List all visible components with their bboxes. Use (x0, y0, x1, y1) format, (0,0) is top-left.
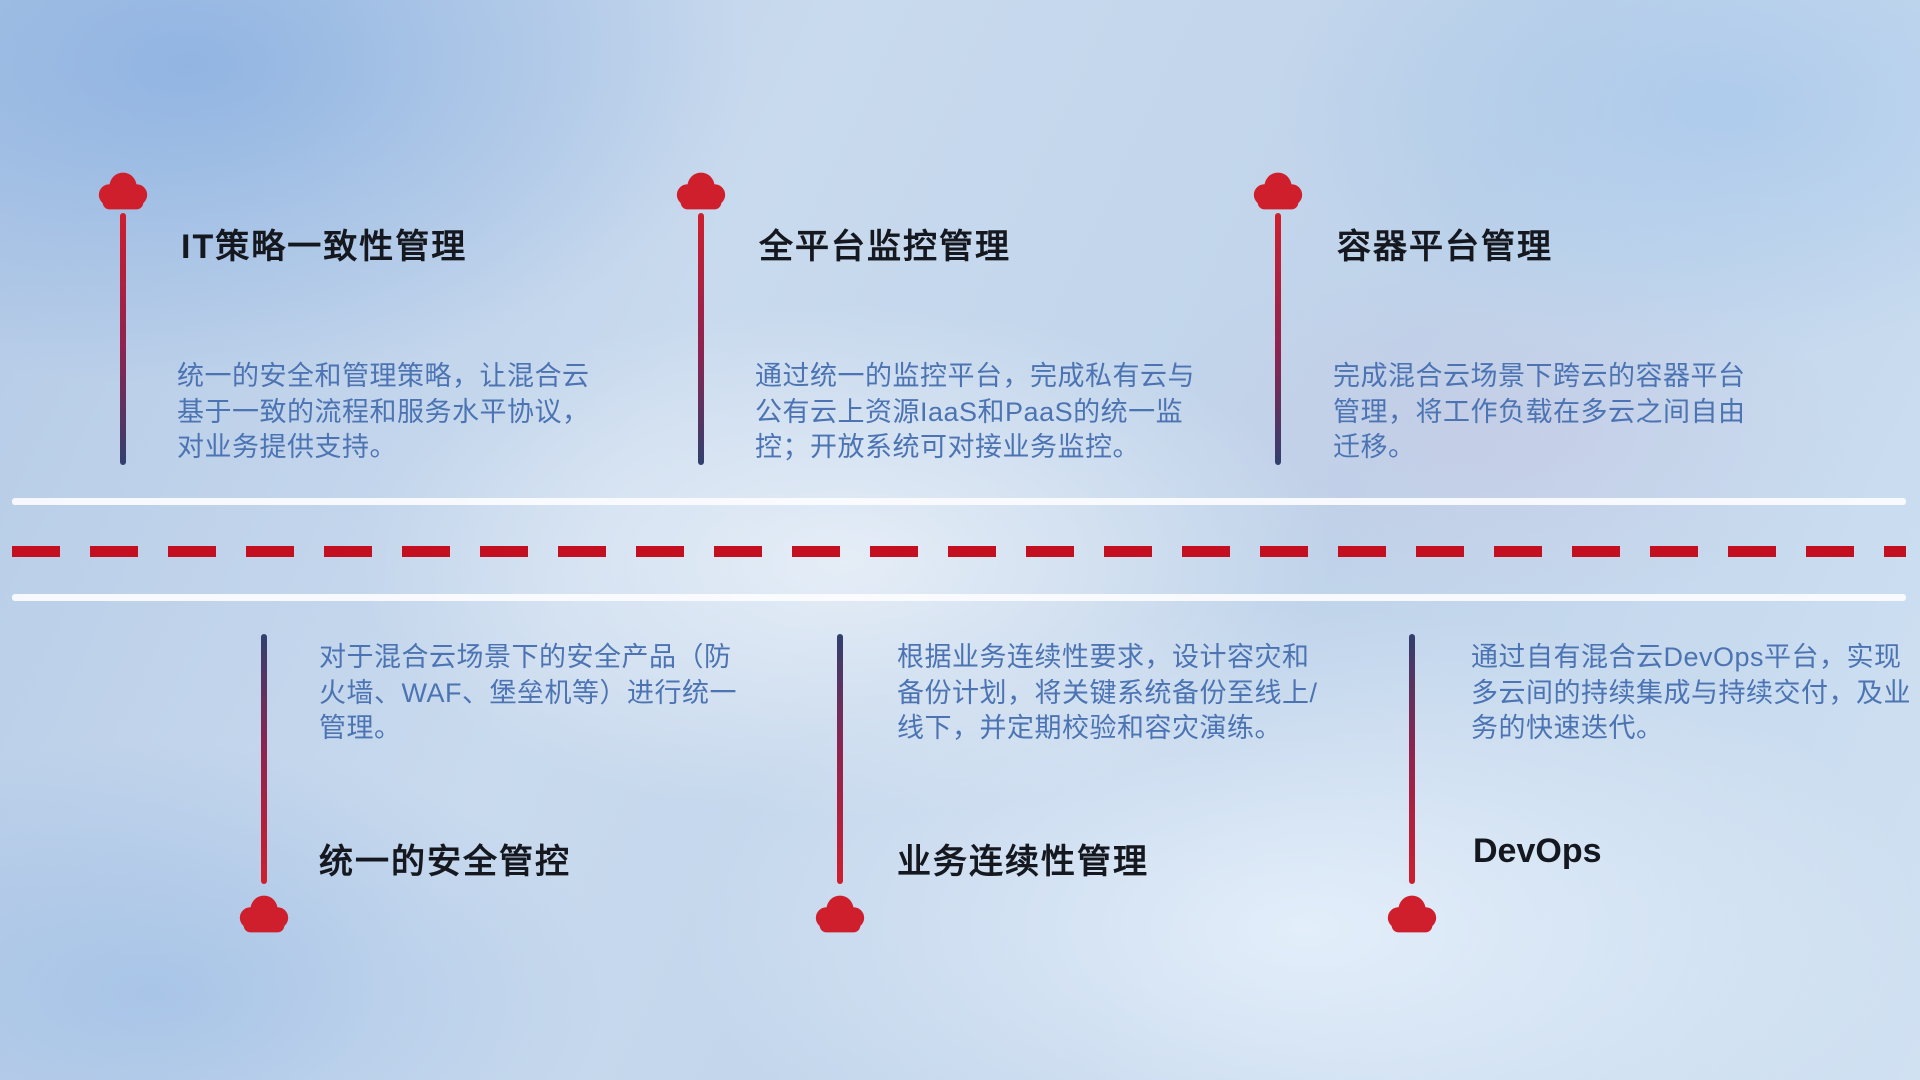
road-dash-line (12, 546, 1906, 557)
capability-description: 完成混合云场景下跨云的容器平台管理，将工作负载在多云之间自由迁移。 (1333, 361, 1746, 463)
cloud-icon (672, 169, 730, 211)
timeline-stem (837, 634, 843, 884)
capability-description: 对于混合云场景下的安全产品（防火墙、WAF、堡垒机等）进行统一管理。 (319, 642, 737, 744)
capability-title: 业务连续性管理 (897, 843, 1149, 881)
capability-item-bottom-1: 对于混合云场景下的安全产品（防火墙、WAF、堡垒机等）进行统一管理。 统一的安全… (235, 634, 736, 954)
capability-item-top-1: IT策略一致性管理 统一的安全和管理策略，让混合云基于一致的流程和服务水平协议，… (94, 169, 589, 479)
capability-item-top-2: 全平台监控管理 通过统一的监控平台，完成私有云与公有云上资源IaaS和PaaS的… (672, 169, 1195, 479)
cloud-icon (1383, 892, 1441, 934)
timeline-stem (120, 213, 126, 465)
capability-title: 统一的安全管控 (319, 843, 571, 881)
capability-title: IT策略一致性管理 (181, 228, 468, 266)
capability-item-bottom-3: 通过自有混合云DevOps平台，实现多云间的持续集成与持续交付，及业务的快速迭代… (1383, 634, 1911, 954)
capability-description: 通过自有混合云DevOps平台，实现多云间的持续集成与持续交付，及业务的快速迭代… (1471, 642, 1911, 744)
road-bottom-line (12, 594, 1906, 601)
cloud-icon (811, 892, 869, 934)
road-top-line (12, 498, 1906, 505)
timeline-stem (261, 634, 267, 884)
capability-item-bottom-2: 根据业务连续性要求，设计容灾和备份计划，将关键系统备份至线上/线下，并定期校验和… (811, 634, 1317, 954)
cloud-icon (235, 892, 293, 934)
capability-description: 统一的安全和管理策略，让混合云基于一致的流程和服务水平协议，对业务提供支持。 (177, 361, 590, 463)
timeline-stem (698, 213, 704, 465)
cloud-icon (1249, 169, 1307, 211)
capability-title: 全平台监控管理 (759, 228, 1011, 266)
capability-description: 通过统一的监控平台，完成私有云与公有云上资源IaaS和PaaS的统一监控；开放系… (755, 361, 1195, 463)
cloud-icon (94, 169, 152, 211)
capability-title: DevOps (1473, 832, 1602, 870)
capability-item-top-3: 容器平台管理 完成混合云场景下跨云的容器平台管理，将工作负载在多云之间自由迁移。 (1249, 169, 1745, 479)
capability-description: 根据业务连续性要求，设计容灾和备份计划，将关键系统备份至线上/线下，并定期校验和… (897, 642, 1318, 744)
timeline-stem (1275, 213, 1281, 465)
timeline-stem (1409, 634, 1415, 884)
capability-title: 容器平台管理 (1337, 228, 1553, 266)
